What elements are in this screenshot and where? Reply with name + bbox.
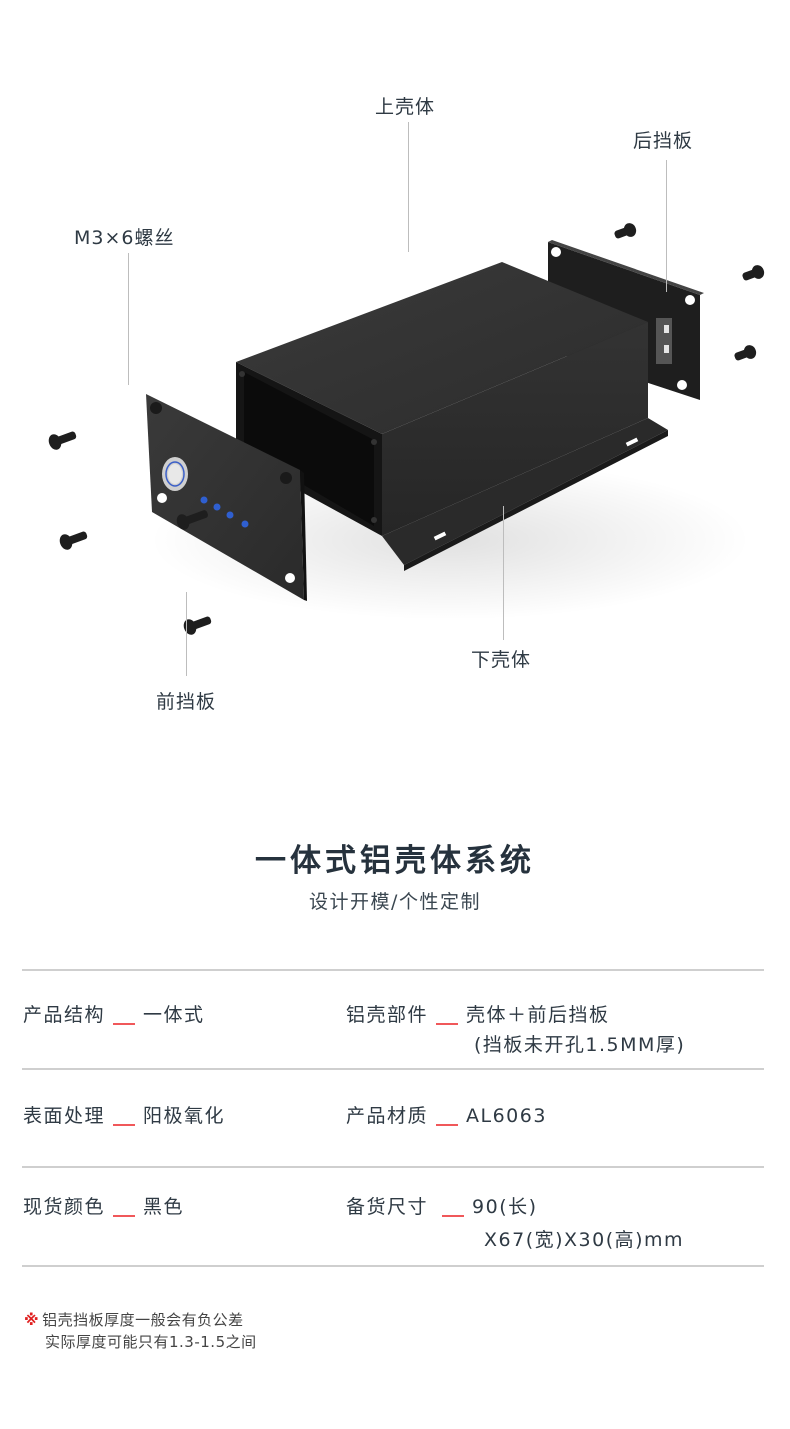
leader-line-back-panel: [666, 160, 667, 292]
spec-row-structure: 产品结构 一体式: [23, 1000, 205, 1027]
label-screws: M3×6螺丝: [74, 227, 175, 249]
spec-separator: [442, 1215, 465, 1217]
divider: [22, 1068, 764, 1070]
leader-line-upper-shell: [408, 122, 409, 252]
leader-line-screws: [128, 253, 129, 385]
spec-value: 阳极氧化: [143, 1105, 226, 1127]
section-title: 一体式铝壳体系统: [255, 843, 535, 879]
spec-row-material: 产品材质 AL6063: [346, 1101, 547, 1128]
tolerance-note: ※铝壳挡板厚度一般会有负公差 实际厚度可能只有1.3-1.5之间: [24, 1309, 257, 1353]
spec-row-color: 现货颜色 黑色: [23, 1192, 184, 1219]
spec-key: 备货尺寸: [346, 1196, 429, 1218]
spec-value: AL6063: [466, 1105, 547, 1127]
leader-line-lower-shell: [503, 506, 504, 640]
spec-value: 一体式: [143, 1004, 205, 1026]
spec-row-parts: 铝壳部件 壳体＋前后挡板 (挡板未开孔1.5MM厚): [346, 1000, 684, 1056]
label-front-panel: 前挡板: [156, 691, 217, 713]
reference-mark-icon: ※: [24, 1311, 40, 1329]
spec-row-size: 备货尺寸 90(长) X67(宽)X30(高)mm: [346, 1192, 683, 1251]
divider: [22, 1166, 764, 1168]
spec-separator: [436, 1023, 459, 1025]
spec-key: 表面处理: [23, 1105, 106, 1127]
spec-separator: [113, 1124, 136, 1126]
spec-value-line2: (挡板未开孔1.5MM厚): [474, 1034, 686, 1056]
spec-value: 90(长): [472, 1196, 538, 1218]
spec-row-surface: 表面处理 阳极氧化: [23, 1101, 225, 1128]
enclosure-illustration: [48, 223, 765, 635]
spec-value-line2: X67(宽)X30(高)mm: [484, 1229, 685, 1251]
spec-key: 产品结构: [23, 1004, 106, 1026]
leader-line-front-panel: [186, 592, 187, 676]
spec-key: 现货颜色: [23, 1196, 106, 1218]
spec-key: 产品材质: [346, 1105, 429, 1127]
spec-separator: [113, 1215, 136, 1217]
label-upper-shell: 上壳体: [375, 96, 436, 118]
spec-value: 壳体＋前后挡板: [466, 1004, 610, 1026]
spec-separator: [436, 1124, 459, 1126]
exploded-diagram: 上壳体 后挡板 M3×6螺丝 下壳体 前挡板: [48, 96, 765, 713]
front-panel: [146, 394, 307, 601]
enclosure-body: [236, 262, 668, 571]
spec-separator: [113, 1023, 136, 1025]
note-line-2: 实际厚度可能只有1.3-1.5之间: [45, 1333, 257, 1351]
label-lower-shell: 下壳体: [471, 649, 532, 671]
spec-key: 铝壳部件: [346, 1004, 429, 1026]
divider: [22, 969, 764, 971]
section-subtitle: 设计开模/个性定制: [309, 891, 481, 913]
screw-icon: [48, 223, 765, 635]
note-line-1: 铝壳挡板厚度一般会有负公差: [42, 1311, 244, 1329]
spec-value: 黑色: [143, 1196, 185, 1218]
label-back-panel: 后挡板: [633, 130, 694, 152]
divider: [22, 1265, 764, 1267]
